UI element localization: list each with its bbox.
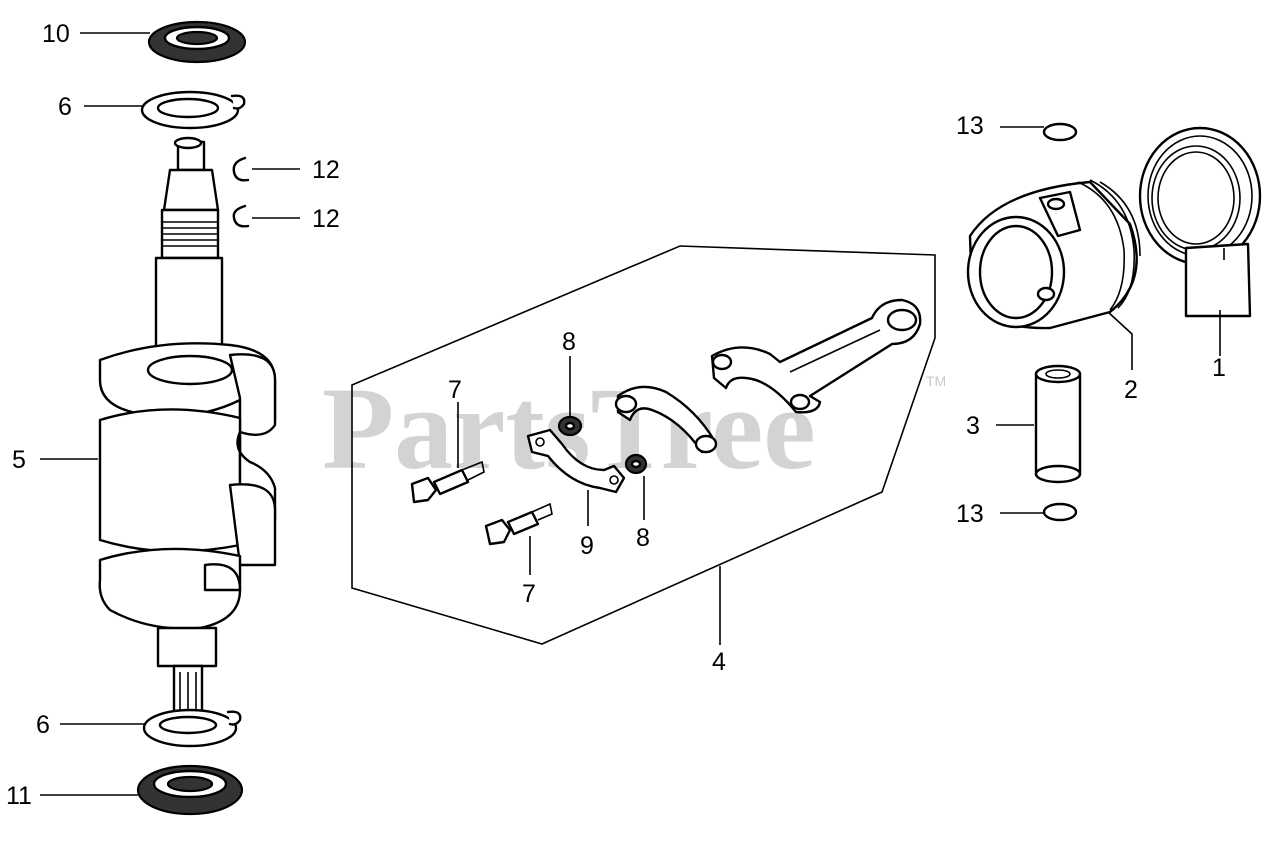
- piston-pin-clip-lower: [1042, 502, 1078, 522]
- callout-8-upper: 8: [562, 328, 576, 356]
- callout-3: 3: [966, 412, 980, 440]
- lock-plate: [526, 428, 626, 494]
- callout-2: 2: [1124, 376, 1138, 404]
- crankshaft: [98, 136, 277, 730]
- woodruff-key-lower: [232, 204, 250, 228]
- callout-6-top: 6: [58, 93, 72, 121]
- callout-5: 5: [12, 446, 26, 474]
- watermark: PartsTree TM: [322, 363, 946, 494]
- watermark-trademark: TM: [926, 373, 946, 389]
- piston-pin-clip-upper: [1042, 122, 1078, 142]
- thrust-washer-top: [140, 90, 246, 130]
- lock-washer-upper: [557, 415, 583, 437]
- callout-10: 10: [42, 20, 70, 48]
- thrust-washer-bottom: [142, 708, 242, 748]
- callout-13-lower: 13: [956, 500, 984, 528]
- callout-8-lower: 8: [636, 524, 650, 552]
- callout-labels: 10 6 12 12 5 6 11 7 7 8 8 9 4 13 13 3 2 …: [6, 20, 1226, 810]
- connecting-rod-assembly-outline: [351, 245, 936, 645]
- piston-pin: [1034, 364, 1082, 484]
- piston-ring-set: [1138, 126, 1262, 318]
- rod-cap: [614, 385, 718, 454]
- oil-seal-top: [147, 20, 247, 64]
- callout-7-upper: 7: [448, 376, 462, 404]
- piston: [966, 179, 1141, 330]
- connecting-rod: [710, 298, 922, 414]
- callout-13-upper: 13: [956, 112, 984, 140]
- leader-lines: [40, 32, 1221, 796]
- callout-1: 1: [1212, 354, 1226, 382]
- callout-12-lower: 12: [312, 205, 340, 233]
- lock-washer-lower: [624, 453, 648, 475]
- callout-4: 4: [712, 648, 726, 676]
- callout-7-lower: 7: [522, 580, 536, 608]
- woodruff-key-upper: [232, 156, 250, 182]
- callout-11: 11: [6, 782, 32, 810]
- oil-seal-bottom: [136, 764, 244, 816]
- callout-9: 9: [580, 532, 594, 560]
- rod-bolt-upper: [410, 460, 485, 504]
- callout-6-bottom: 6: [36, 711, 50, 739]
- callout-12-upper: 12: [312, 156, 340, 184]
- rod-bolt-lower: [484, 502, 553, 546]
